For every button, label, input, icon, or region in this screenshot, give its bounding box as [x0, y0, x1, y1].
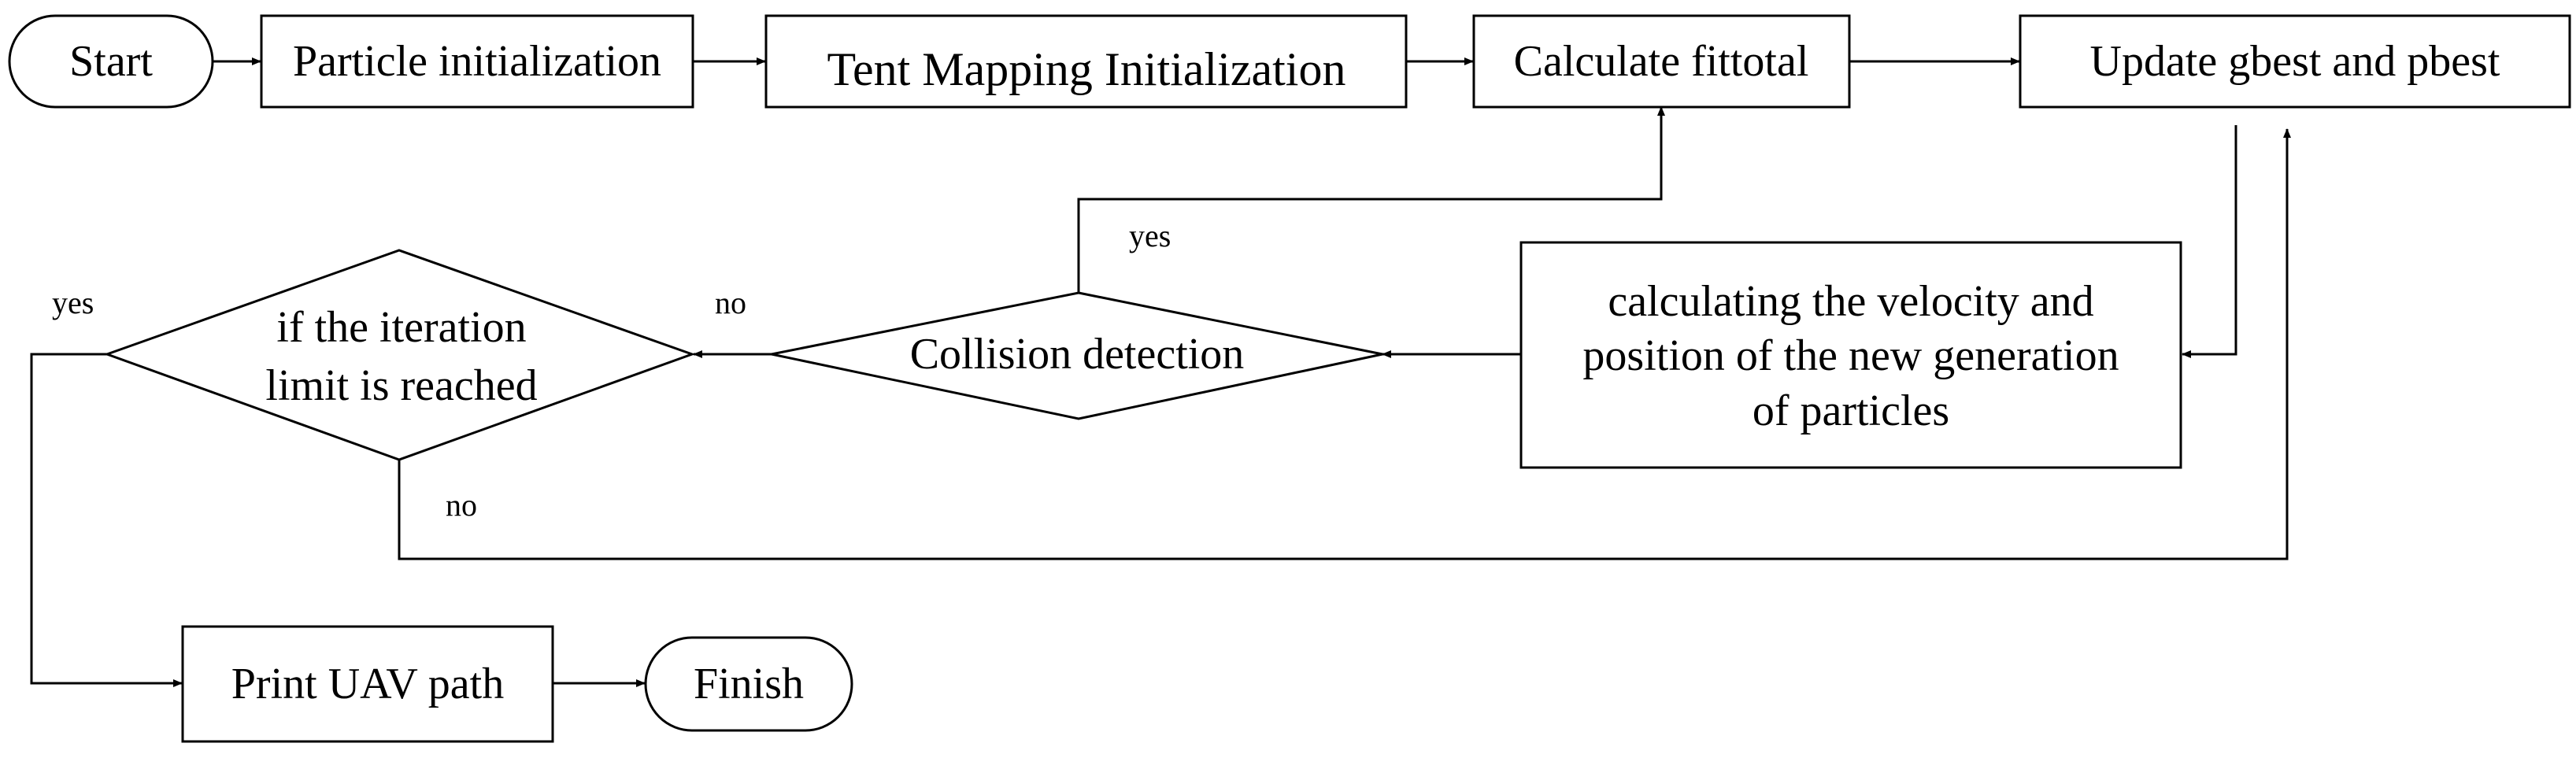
- arrow-iteration-no-to-update-best: [398, 128, 2291, 560]
- edge-label-collision-no: no: [715, 285, 746, 320]
- node-velocity-label-line-1: calculating the velocity and: [1608, 277, 2093, 326]
- arrow-update-best-to-velocity: [2182, 125, 2237, 358]
- node-tent-mapping-initialization: Tent Mapping Initialization: [764, 14, 1408, 109]
- arrow-iteration-yes-to-print-path: [30, 353, 183, 687]
- node-tent-mapping-initialization-label: Tent Mapping Initialization: [827, 43, 1346, 95]
- node-finish: Finish: [644, 636, 853, 732]
- node-velocity-position-update: calculating the velocity and position of…: [1519, 241, 2182, 469]
- node-start: Start: [8, 14, 214, 109]
- decision-iteration-limit: if the iteration limit is reached: [103, 249, 696, 461]
- node-particle-initialization-label: Particle initialization: [293, 37, 661, 86]
- node-velocity-label-line-3: of particles: [1752, 386, 1949, 435]
- node-update-gbest-and-pbest-label: Update gbest and pbest: [2090, 37, 2500, 86]
- node-finish-label: Finish: [694, 660, 804, 708]
- arrow-collision-yes-to-calc-fittotal: [1077, 106, 1665, 293]
- decision-collision-detection: Collision detection: [771, 291, 1383, 420]
- node-velocity-label-line-2: position of the new generation: [1582, 331, 2119, 380]
- decision-iteration-limit-label-line-2: limit is reached: [265, 361, 537, 410]
- edge-label-iteration-no: no: [446, 487, 477, 523]
- node-print-uav-path: Print UAV path: [181, 625, 554, 743]
- node-calculate-fittotal-label: Calculate fittotal: [1514, 37, 1809, 86]
- decision-iteration-limit-label-line-1: if the iteration: [276, 303, 526, 352]
- connectors: [30, 57, 2291, 687]
- node-particle-initialization: Particle initialization: [260, 14, 694, 109]
- node-start-label: Start: [69, 37, 153, 86]
- decision-collision-detection-label: Collision detection: [910, 330, 1245, 379]
- node-update-gbest-and-pbest: Update gbest and pbest: [2019, 14, 2571, 109]
- node-calculate-fittotal: Calculate fittotal: [1472, 14, 1851, 109]
- edge-label-collision-yes: yes: [1129, 218, 1171, 253]
- edge-label-iteration-yes: yes: [52, 285, 94, 320]
- node-print-uav-path-label: Print UAV path: [231, 660, 504, 708]
